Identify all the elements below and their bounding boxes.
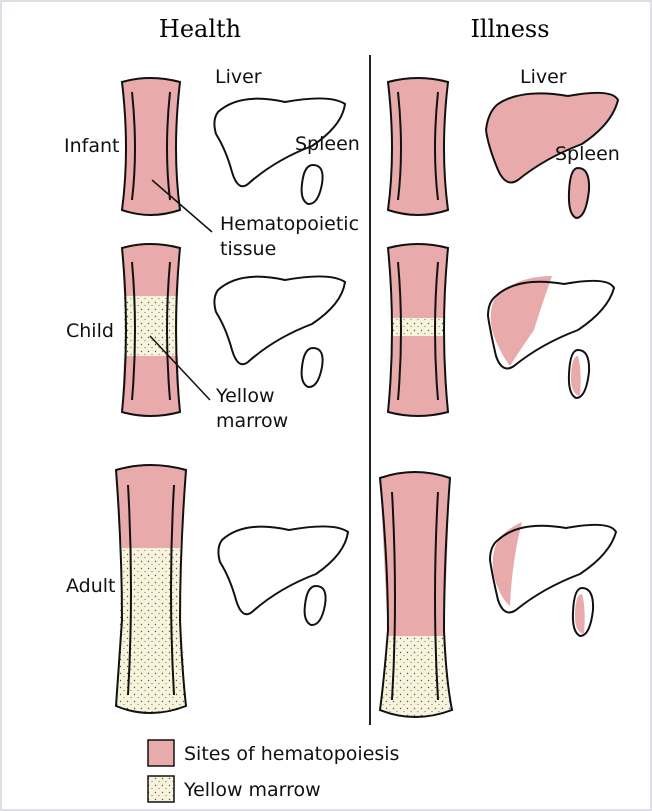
row-label-child: Child [66, 320, 114, 342]
column-title-illness: Illness [470, 15, 549, 43]
legend-swatch-yellow-marrow [148, 776, 174, 802]
spleen-label-health: Spleen [295, 133, 360, 155]
infant-illness-bone [388, 78, 448, 215]
hematopoietic-label-line2: tissue [220, 238, 276, 260]
adult-illness-bone [380, 472, 452, 717]
adult-illness-spleen [573, 588, 593, 636]
child-healthy-bone [122, 244, 180, 416]
spleen-label-illness: Spleen [555, 143, 620, 165]
row-label-adult: Adult [66, 575, 116, 597]
adult-healthy-bone [116, 465, 186, 713]
legend-label-hematopoiesis: Sites of hematopoiesis [184, 743, 399, 765]
legend-label-yellow-marrow: Yellow marrow [183, 779, 321, 801]
liver-label-health: Liver [215, 66, 262, 88]
liver-label-illness: Liver [520, 66, 567, 88]
infant-illness-spleen [569, 168, 589, 218]
row-label-infant: Infant [64, 135, 119, 157]
adult-illness-liver [490, 522, 616, 612]
child-illness-spleen [569, 350, 589, 398]
yellow-marrow-label-line1: Yellow [215, 385, 275, 407]
column-title-health: Health [159, 15, 241, 43]
child-illness-liver [488, 276, 614, 368]
child-healthy-liver [214, 276, 345, 364]
infant-healthy-spleen [302, 165, 323, 204]
hematopoietic-label-line1: Hematopoietic [220, 213, 359, 235]
legend-swatch-hematopoiesis [148, 740, 174, 766]
infant-healthy-bone [122, 78, 180, 215]
child-healthy-spleen [302, 348, 323, 387]
yellow-marrow-label-line2: marrow [216, 410, 288, 432]
infant-illness-liver [486, 93, 618, 183]
adult-healthy-liver [218, 526, 348, 614]
adult-healthy-spleen [305, 586, 326, 625]
child-illness-bone [388, 244, 448, 416]
